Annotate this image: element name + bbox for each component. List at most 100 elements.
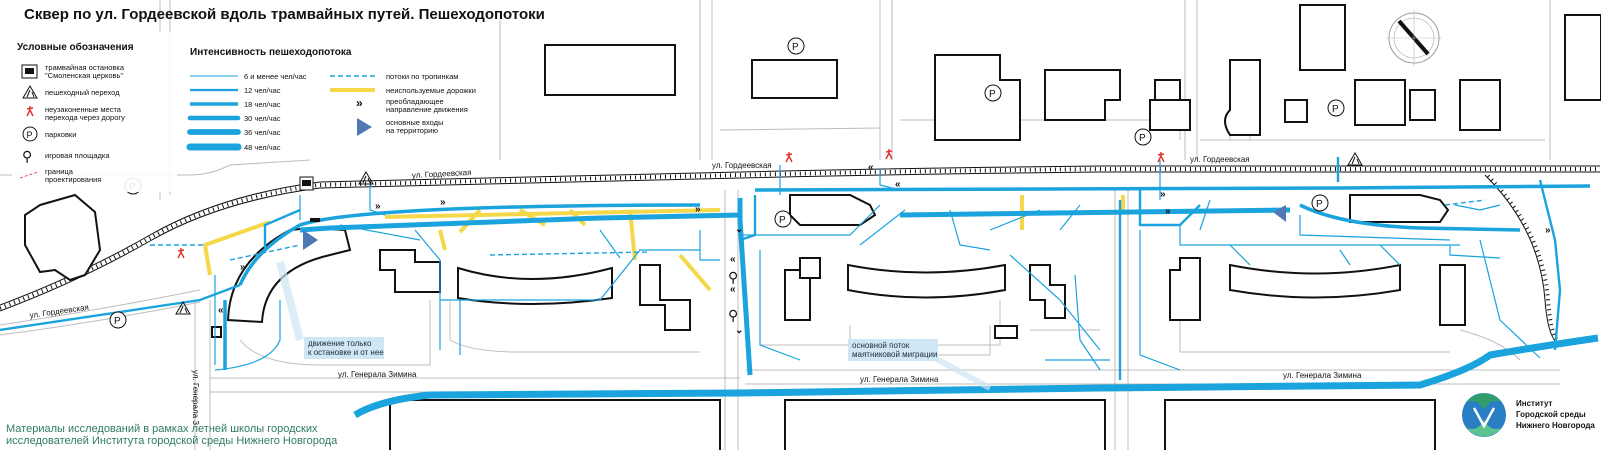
building xyxy=(934,54,1021,141)
tram-tracks xyxy=(0,165,1600,348)
building xyxy=(1299,4,1346,71)
building xyxy=(226,226,352,324)
building xyxy=(379,249,441,293)
map-icons: ⚲ ⚲ xyxy=(175,149,1363,324)
svg-text:6 и менее чел/час: 6 и менее чел/час xyxy=(244,72,307,81)
direction-arrow-icon: » xyxy=(1165,206,1171,217)
building xyxy=(1349,194,1450,223)
pedestrian-red-icon xyxy=(177,248,185,259)
building xyxy=(751,59,838,99)
svg-text:граница: граница xyxy=(45,167,74,176)
svg-text:P: P xyxy=(1332,104,1339,115)
building xyxy=(24,193,102,282)
building xyxy=(1229,263,1401,299)
street-label: ул. Гордеевская xyxy=(412,168,472,180)
note-flow: основной поток маятниковой миграции xyxy=(848,339,938,361)
building xyxy=(799,257,821,279)
direction-arrow-icon: « xyxy=(730,284,736,295)
street-label: ул. Гордеевская xyxy=(1190,155,1250,164)
playground-icon: ⚲ xyxy=(728,270,738,286)
building xyxy=(1169,257,1201,321)
building xyxy=(1149,99,1191,131)
building xyxy=(1224,59,1261,136)
building xyxy=(639,264,691,331)
entry-arrow-icon xyxy=(303,230,318,250)
buildings-north xyxy=(24,4,1601,282)
crosswalk-icon xyxy=(1347,152,1363,166)
building xyxy=(211,326,222,338)
entry-arrow-icon xyxy=(357,118,372,136)
svg-text:P: P xyxy=(989,89,996,100)
svg-text:на территорию: на территорию xyxy=(386,126,438,135)
flow-thin xyxy=(150,160,1541,371)
page-title: Сквер по ул. Гордеевской вдоль трамвайны… xyxy=(24,6,545,23)
direction-arrow-icon: « xyxy=(868,162,874,173)
svg-text:проектирования: проектирования xyxy=(45,175,101,184)
svg-text:основные входы: основные входы xyxy=(386,118,443,127)
building xyxy=(1564,14,1601,101)
direction-arrow-icon: ⌄ xyxy=(735,224,743,235)
institute-logo: Институт Городской среды Нижнего Новгоро… xyxy=(1462,393,1595,437)
svg-text:к остановке и от нее: к остановке и от нее xyxy=(308,348,384,357)
tram-stop-icon xyxy=(299,176,320,222)
pedestrian-red-icon xyxy=(885,149,893,160)
parking-icon: P xyxy=(1327,99,1345,117)
svg-text:основной поток: основной поток xyxy=(852,341,910,350)
building xyxy=(1029,264,1066,319)
direction-arrow-icon: » xyxy=(375,201,381,212)
logo-text: Институт xyxy=(1516,399,1553,408)
street-label: ул. Генерала Зимина xyxy=(338,370,417,379)
svg-text:неузаконенные места: неузаконенные места xyxy=(45,105,122,114)
building xyxy=(1044,69,1121,121)
legend-symbols: Условные обозначения трамвайная остановк… xyxy=(17,41,134,184)
svg-text:парковки: парковки xyxy=(45,130,76,139)
parking-icon: P xyxy=(1134,128,1152,146)
parking-icon: P xyxy=(984,84,1002,102)
building xyxy=(1164,399,1436,450)
direction-arrow-icon: « xyxy=(895,179,901,190)
svg-text:P: P xyxy=(1139,133,1146,144)
building xyxy=(789,194,877,226)
playground-icon: ⚲ xyxy=(22,149,32,165)
buildings-south xyxy=(211,194,1466,450)
svg-text:преобладающее: преобладающее xyxy=(386,97,444,106)
parking-icon: P xyxy=(1311,194,1329,212)
pedestrian-red-icon xyxy=(26,106,34,117)
parking-icon: P xyxy=(109,311,127,329)
svg-text:48 чел/час: 48 чел/час xyxy=(244,143,281,152)
building xyxy=(389,399,721,450)
direction-arrow-icon: ⌄ xyxy=(735,325,743,336)
parking-icon: P xyxy=(22,126,38,142)
svg-text:неиспользуемые дорожки: неиспользуемые дорожки xyxy=(386,86,476,95)
svg-text:движение только: движение только xyxy=(308,339,372,348)
svg-text:36 чел/час: 36 чел/час xyxy=(244,128,281,137)
direction-arrow-icon: » xyxy=(1545,225,1551,236)
svg-text:P: P xyxy=(779,215,786,226)
building xyxy=(1354,79,1406,126)
credit-line: Материалы исследований в рамках летней ш… xyxy=(6,423,318,435)
direction-arrow-icon: « xyxy=(218,305,224,316)
building xyxy=(1459,79,1501,131)
direction-arrow-icon: « xyxy=(730,254,736,265)
building xyxy=(1284,99,1308,123)
svg-text:P: P xyxy=(792,42,799,53)
direction-arrow-icon: » xyxy=(240,262,246,273)
svg-text:12 чел/час: 12 чел/час xyxy=(244,86,281,95)
compass-icon xyxy=(1386,10,1442,66)
logo-text: Нижнего Новгорода xyxy=(1516,421,1595,430)
svg-text:перехода через дорогу: перехода через дорогу xyxy=(45,113,125,122)
legend-heading: Условные обозначения xyxy=(17,41,134,53)
pedestrian-red-icon xyxy=(785,152,793,163)
note-stop: движение только к остановке и от нее xyxy=(304,337,384,359)
tram-stop-icon xyxy=(21,64,38,79)
svg-text:маятниковой миграции: маятниковой миграции xyxy=(852,350,937,359)
building xyxy=(994,325,1018,339)
svg-text:игровая площадка: игровая площадка xyxy=(45,151,110,160)
street-label: ул. Гордеевская xyxy=(712,161,772,170)
svg-text:"Смоленская церковь": "Смоленская церковь" xyxy=(45,71,123,80)
svg-text:18 чел/час: 18 чел/час xyxy=(244,100,281,109)
credit-line: исследователей Института городской среды… xyxy=(6,435,338,447)
flow-thick xyxy=(0,157,1599,419)
svg-text:направление движения: направление движения xyxy=(386,105,468,114)
